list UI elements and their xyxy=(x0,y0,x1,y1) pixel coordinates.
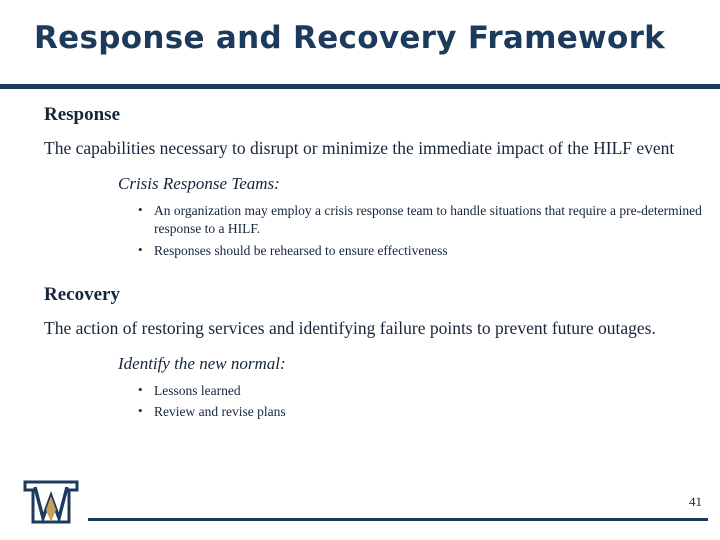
section-spacer xyxy=(0,260,720,276)
w-monogram-logo-icon xyxy=(22,478,80,526)
list-item: Review and revise plans xyxy=(138,402,714,421)
slide-body: Response The capabilities necessary to d… xyxy=(0,96,720,421)
section-subheading: Identify the new normal: xyxy=(118,353,286,373)
list-item: Responses should be rehearsed to ensure … xyxy=(138,241,714,260)
page-title: Response and Recovery Framework xyxy=(34,20,666,56)
footer-divider xyxy=(88,518,708,521)
title-divider xyxy=(0,84,720,89)
bullet-list: Lessons learned Review and revise plans xyxy=(0,381,720,421)
title-area: Response and Recovery Framework xyxy=(0,0,720,89)
bullet-list: An organization may employ a crisis resp… xyxy=(0,201,720,260)
section-response: Response The capabilities necessary to d… xyxy=(0,104,720,260)
section-paragraph: The capabilities necessary to disrupt or… xyxy=(44,138,675,158)
section-heading: Response xyxy=(44,104,121,125)
section-paragraph: The action of restoring services and ide… xyxy=(44,317,656,338)
list-item: Lessons learned xyxy=(138,381,714,400)
section-recovery: Recovery The action of restoring service… xyxy=(0,284,720,422)
page-number: 41 xyxy=(689,494,702,509)
section-subheading: Crisis Response Teams: xyxy=(118,174,280,194)
section-heading: Recovery xyxy=(44,283,120,305)
list-item: An organization may employ a crisis resp… xyxy=(138,201,714,238)
